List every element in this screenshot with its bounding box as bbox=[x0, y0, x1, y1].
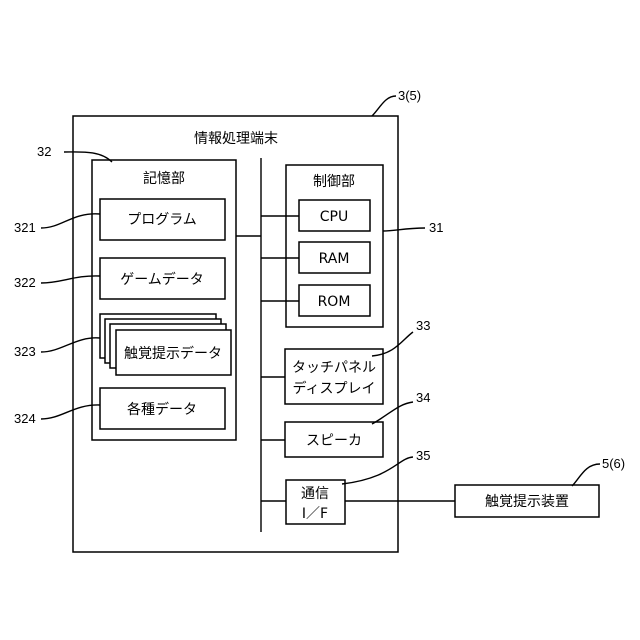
comm-if-ref: 35 bbox=[416, 448, 430, 463]
haptic-data-ref: 323 bbox=[14, 344, 36, 359]
comm-if-line1: 通信 bbox=[301, 486, 329, 502]
haptic-device-leader bbox=[572, 464, 600, 486]
cpu-label: CPU bbox=[320, 209, 348, 225]
program-ref: 321 bbox=[14, 220, 36, 235]
haptic-device-label: 触覚提示装置 bbox=[485, 494, 569, 510]
misc-data-label: 各種データ bbox=[127, 401, 197, 418]
haptic-data-label: 触覚提示データ bbox=[124, 345, 222, 362]
touch-panel-line2: ディスプレイ bbox=[292, 380, 375, 397]
game-data-label: ゲームデータ bbox=[120, 271, 204, 288]
touch-panel-line1: タッチパネル bbox=[292, 360, 376, 376]
program-label: プログラム bbox=[127, 212, 197, 228]
touch-panel-ref: 33 bbox=[416, 318, 430, 333]
control-ref: 31 bbox=[429, 220, 443, 235]
terminal-title: 情報処理端末 bbox=[194, 131, 278, 147]
terminal-ref: 3(5) bbox=[398, 88, 421, 103]
game-data-ref: 322 bbox=[14, 275, 36, 290]
rom-label: ROM bbox=[318, 294, 351, 310]
terminal-leader bbox=[372, 96, 396, 116]
storage-title: 記憶部 bbox=[143, 170, 185, 187]
speaker-ref: 34 bbox=[416, 390, 430, 405]
ram-label: RAM bbox=[319, 251, 350, 267]
control-title: 制御部 bbox=[313, 174, 355, 190]
comm-if-line2: I／F bbox=[302, 506, 328, 522]
speaker-label: スピーカ bbox=[306, 433, 362, 449]
misc-data-ref: 324 bbox=[14, 411, 36, 426]
storage-ref: 32 bbox=[37, 144, 51, 159]
haptic-device-ref: 5(6) bbox=[602, 456, 625, 471]
